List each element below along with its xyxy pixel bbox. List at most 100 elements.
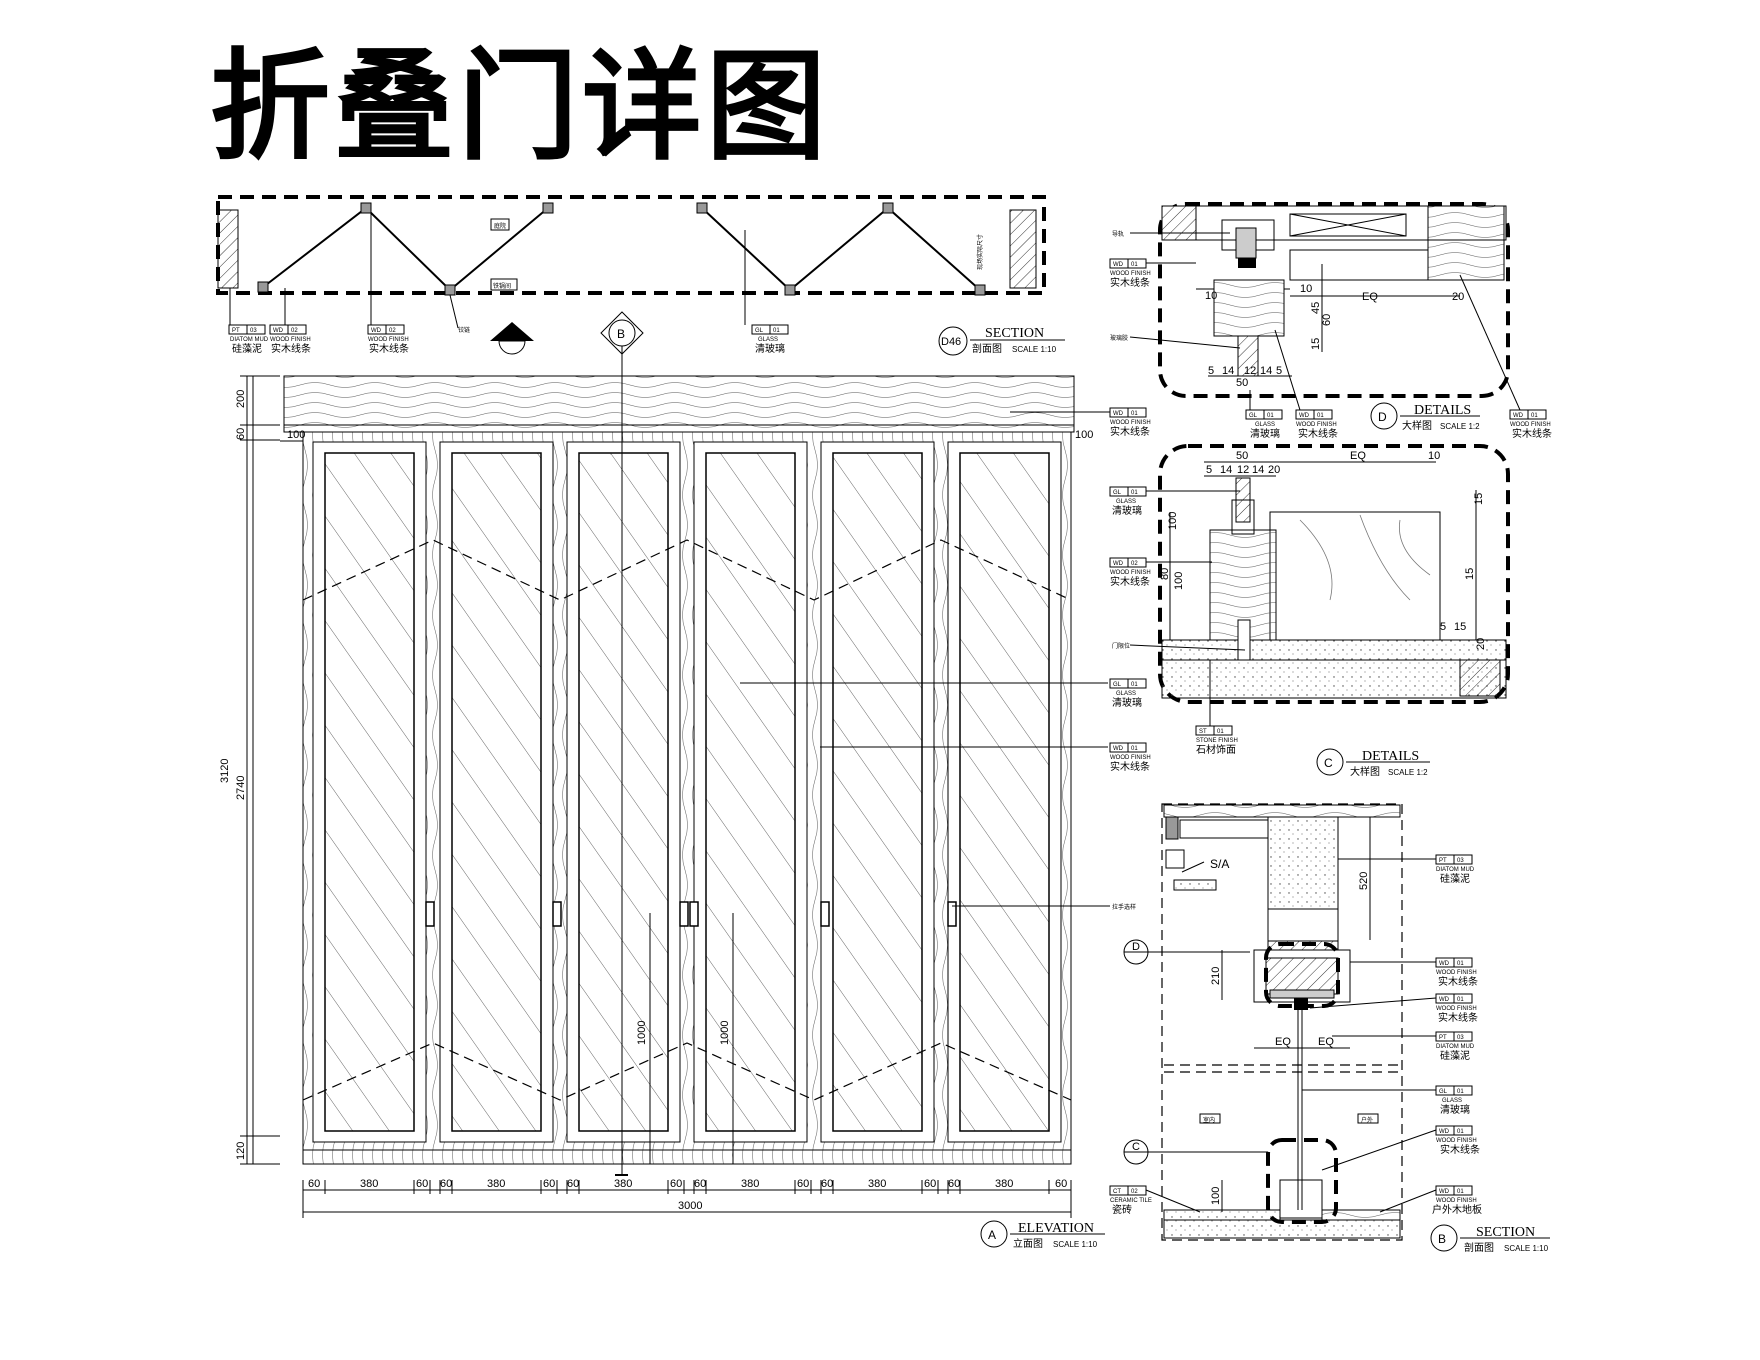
detail-d-title-block: D DETAILS 大样图 SCALE 1:2 xyxy=(1370,402,1480,432)
plan-room-tag-2 xyxy=(490,278,518,291)
section-b-en: SECTION xyxy=(1476,1225,1535,1240)
sb-tag-3-en: WOOD FINISH xyxy=(1436,1006,1477,1012)
sb-tag-7-zh: 户外木地板 xyxy=(1432,1203,1482,1216)
bottom-dim-16: 60 xyxy=(948,1178,960,1190)
dd-dim-14a: 14 xyxy=(1222,365,1234,377)
section-b-callout-d-box xyxy=(1264,942,1340,1008)
dd-dim-eq: EQ xyxy=(1362,291,1378,303)
bottom-dim-5: 380 xyxy=(487,1178,505,1190)
sb-dim-eq-b: EQ xyxy=(1318,1036,1334,1048)
dc-dim-100b: 15 xyxy=(1464,568,1476,580)
sb-tag-3-zh: 实木线条 xyxy=(1438,1011,1478,1024)
dc-tag-glass-num: 01 xyxy=(1131,490,1138,496)
dc-dim-50: 50 xyxy=(1236,450,1248,462)
bottom-dim-7: 60 xyxy=(567,1178,579,1190)
elev-tag-top-num: 01 xyxy=(1131,411,1138,417)
bottom-dim-ticks xyxy=(302,1180,1072,1218)
door-panel-2 xyxy=(439,441,554,1143)
sb-dim-eq-a: EQ xyxy=(1275,1036,1291,1048)
marker-b-label: B xyxy=(617,327,625,341)
sb-tag-5-zh: 清玻璃 xyxy=(1440,1103,1470,1116)
elevation-view: 1000 1000 200 60 3120 2740 120 100 100 xyxy=(219,346,1151,1250)
elevation-total-width: 3000 xyxy=(678,1200,702,1212)
plan-section-code: D46 xyxy=(941,336,961,348)
door-panel-6 xyxy=(947,441,1062,1143)
dim-base-120: 120 xyxy=(235,1142,247,1160)
section-b-frame xyxy=(1161,803,1403,1241)
sb-tag-4-code: PT xyxy=(1439,1035,1447,1041)
dc-dim-5a: 5 xyxy=(1206,464,1212,476)
plan-section-en: SECTION xyxy=(985,326,1044,341)
dim-door-height: 2740 xyxy=(235,776,247,800)
elev-tag-glass-zh: 清玻璃 xyxy=(1112,696,1142,709)
elevation-code: A xyxy=(988,1228,996,1242)
handle-height-1: 1000 xyxy=(636,1021,648,1045)
sb-tag-5-code: GL xyxy=(1439,1089,1448,1095)
plan-tag-2-zh: 实木线条 xyxy=(271,342,311,355)
elevation-door-frame xyxy=(302,431,1072,1165)
detail-d-zh: 大样图 xyxy=(1402,419,1432,432)
plan-wall-right xyxy=(1009,209,1037,289)
dd-dim-5b: 5 xyxy=(1276,365,1282,377)
door-panel-5 xyxy=(820,441,935,1143)
detail-c-stone-block xyxy=(1269,511,1441,641)
dd-tag-b1-zh: 清玻璃 xyxy=(1250,427,1280,440)
detail-c-scale: SCALE 1:2 xyxy=(1388,768,1428,777)
door-panel-4 xyxy=(693,441,808,1143)
dc-tag-stone-code: ST xyxy=(1199,729,1207,735)
dc-tag-glass-code: GL xyxy=(1113,490,1122,496)
plan-wall-left xyxy=(217,209,239,289)
dc-tag-wood-num: 02 xyxy=(1131,561,1138,567)
detail-c-stop-label: 门限位 xyxy=(1112,642,1130,650)
sb-tag-2-num: 01 xyxy=(1457,961,1464,967)
plan-tag-4-zh: 清玻璃 xyxy=(755,342,785,355)
dc-dim-14a: 14 xyxy=(1220,464,1232,476)
door-panel-3 xyxy=(566,441,681,1143)
dc-dim-20a: 15 xyxy=(1473,493,1485,505)
dc-tag-wood-code: WD xyxy=(1113,561,1124,567)
detail-d-tag-right: WD 01 WOOD FINISH 实木线条 xyxy=(1509,409,1552,440)
bottom-dims: 60 380 60 60 380 60 60 380 60 60 380 60 … xyxy=(308,1178,1067,1212)
bottom-dim-8: 380 xyxy=(614,1178,632,1190)
sb-tag-6-zh: 实木线条 xyxy=(1440,1143,1480,1156)
plan-tag-2-num: 02 xyxy=(291,328,298,334)
dd-tag-b2-code: WD xyxy=(1299,413,1310,419)
dd-tag-left-zh: 实木线条 xyxy=(1110,276,1150,289)
bottom-dim-11: 380 xyxy=(741,1178,759,1190)
detail-c-code: C xyxy=(1324,756,1333,770)
elev-tag-wood-en: WOOD FINISH xyxy=(1110,755,1151,761)
plan-tag-2-code: WD xyxy=(273,328,284,334)
dc-dim-12: 12 xyxy=(1237,464,1249,476)
elevation-header-beam xyxy=(283,375,1075,433)
section-b-tag-6: WD 01 WOOD FINISH 实木线条 xyxy=(1321,1125,1480,1171)
sb-tag-ceramic-zh: 瓷砖 xyxy=(1112,1203,1132,1216)
plan-section-zh: 剖面图 xyxy=(972,342,1002,355)
sb-tag-1-code: PT xyxy=(1439,858,1447,864)
elev-tag-wood-num: 01 xyxy=(1131,746,1138,752)
section-b-tag-4: PT 03 DIATOM MUD 硅藻泥 xyxy=(1332,1031,1475,1062)
section-b-callout-c-box xyxy=(1266,1138,1338,1224)
door-panel-1 xyxy=(312,441,427,1143)
section-b-tag-2: WD 01 WOOD FINISH 实木线条 xyxy=(1350,957,1478,988)
plan-tag-4-num: 01 xyxy=(773,328,780,334)
dc-dim-5b: 20 xyxy=(1268,464,1280,476)
dd-dim-50: 50 xyxy=(1236,377,1248,389)
elev-tag-top-code: WD xyxy=(1113,411,1124,417)
section-b: S/A 520 210 100 EQ EQ 室内 户外 D xyxy=(1109,803,1550,1254)
sb-tag-4-zh: 硅藻泥 xyxy=(1440,1049,1470,1062)
dc-tag-wood-zh: 实木线条 xyxy=(1110,575,1150,588)
sb-tag-2-zh: 实木线条 xyxy=(1438,975,1478,988)
elev-tag-wood-code: WD xyxy=(1113,746,1124,752)
plan-section: 庭院 铁锅间 现场实际尺寸 PT 03 DIATOM MUD 硅藻泥 WD 02… xyxy=(216,195,1065,356)
detail-c-title-block: C DETAILS 大样图 SCALE 1:2 xyxy=(1316,748,1430,778)
dc-tag-glass-zh: 清玻璃 xyxy=(1112,504,1142,517)
detail-d-rail-label: 导轨 xyxy=(1112,230,1124,238)
handle-height-2: 1000 xyxy=(719,1021,731,1045)
plan-title-block: D46 SECTION 剖面图 SCALE 1:10 xyxy=(938,326,1065,356)
bottom-dim-14: 380 xyxy=(868,1178,886,1190)
door-handles xyxy=(425,901,957,927)
dd-tag-left-code: WD xyxy=(1113,262,1124,268)
dd-tag-b2-num: 01 xyxy=(1317,413,1324,419)
dc-dim-eq: EQ xyxy=(1350,450,1366,462)
dd-dim-5a: 5 xyxy=(1208,365,1214,377)
